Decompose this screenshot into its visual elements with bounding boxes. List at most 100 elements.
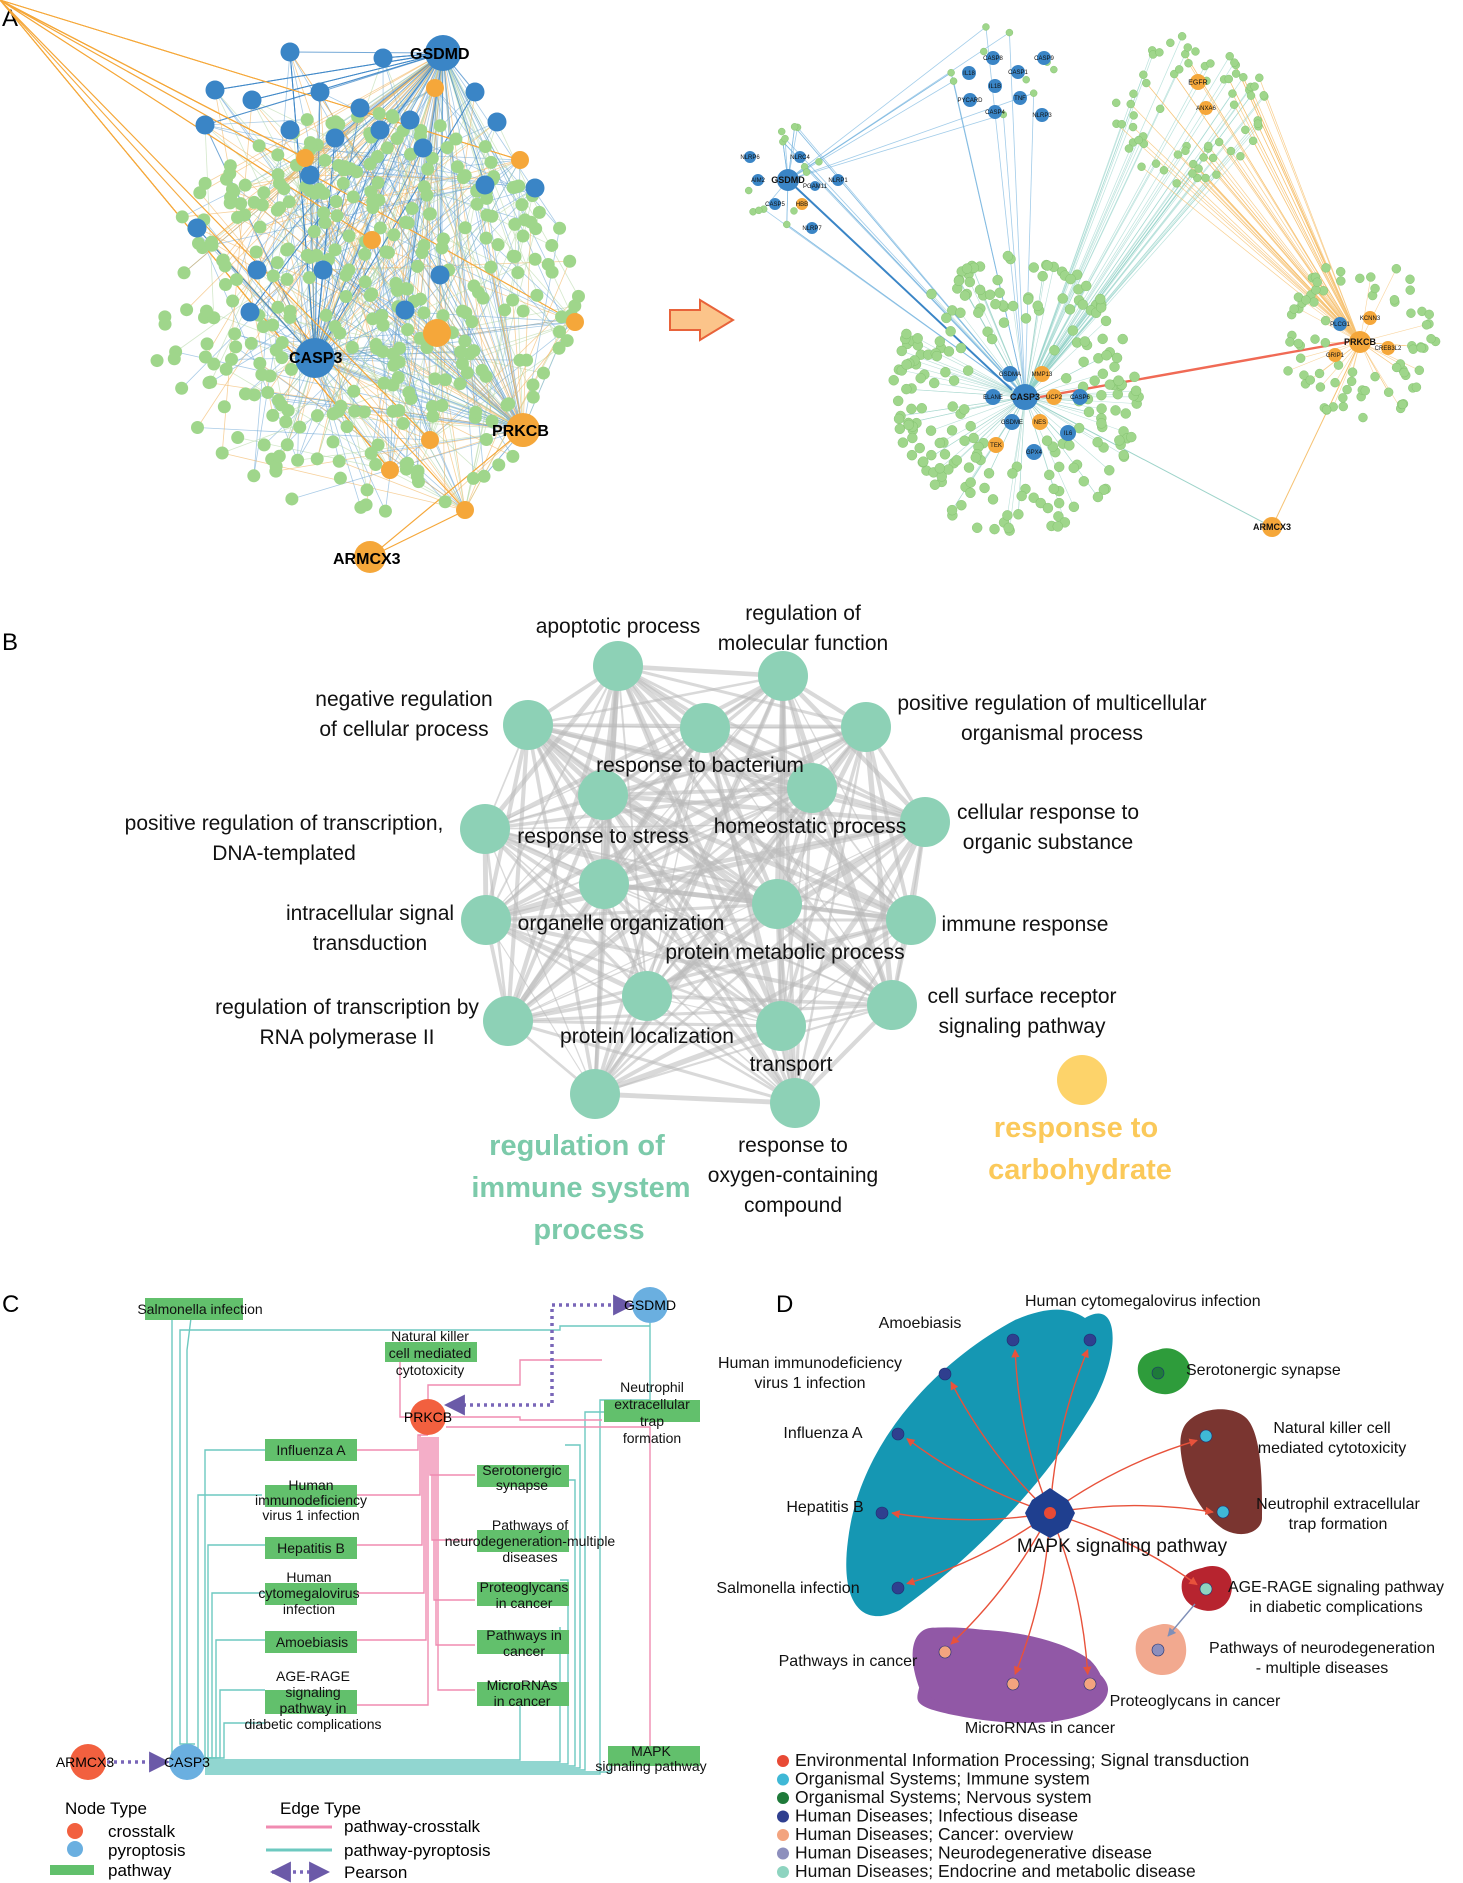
pa-left-edge — [371, 429, 524, 454]
go-edge — [811, 787, 912, 921]
pa-right-gene-node — [1212, 170, 1221, 179]
pa-right-gene-node — [1048, 483, 1059, 495]
pa-left-edge — [199, 52, 444, 194]
pa-right-gene-node — [901, 359, 912, 370]
go-edge — [507, 903, 778, 1022]
pc-label-line: Natural killer — [391, 1328, 469, 1344]
pa-left-gene-node — [372, 107, 386, 121]
pa-right-edge — [906, 388, 1026, 398]
pa-left-edge — [0, 0, 431, 441]
pa-left-gene-node — [366, 195, 380, 209]
pa-right-gene-node — [1194, 164, 1203, 173]
pa-left-gene-node — [479, 432, 493, 446]
pa-left-gene-node — [219, 172, 233, 186]
pa-left-gene-node — [377, 376, 391, 390]
go-label-apoptotic: apoptotic process — [536, 615, 701, 638]
pa-left-gene-node — [256, 320, 270, 334]
go-label-pos_trans: positive regulation of transcription, DNA… — [125, 812, 444, 865]
pa-left-edge — [319, 52, 444, 93]
pa-left-gene-node — [371, 176, 385, 190]
panel-d-labels: Human cytomegalovirus infectionAmoebiasi… — [716, 1293, 1444, 1737]
pa-right-gene-node — [1120, 408, 1131, 419]
pd-node-hepb — [875, 1506, 889, 1520]
pc-edge — [204, 1449, 265, 1758]
pa-right-gene-node — [1077, 299, 1088, 310]
go-node-resp_oxy — [770, 1078, 820, 1128]
pa-right-gene-node — [1114, 435, 1125, 446]
pa-right-edge — [763, 208, 1026, 398]
pa-right-gene-node — [1320, 337, 1331, 348]
pa-right-gene-node — [965, 420, 976, 432]
pa-left-edge — [214, 89, 524, 441]
pa-left-gene-node — [312, 182, 326, 196]
pa-right-edge — [1250, 86, 1361, 343]
pc-label-line: diabetic complications — [245, 1716, 382, 1732]
pd-label-line: Pathways in cancer — [779, 1653, 918, 1670]
pa-left-gene-node — [224, 190, 238, 204]
pc-pathway-salmonella — [145, 1298, 243, 1320]
pd-label-influenza: Influenza A — [783, 1425, 863, 1442]
pa-left-edge — [442, 52, 514, 188]
pc-pathway-nk — [385, 1342, 477, 1362]
pc-label-line: extracellular — [614, 1396, 690, 1412]
pa-left-gene-node — [502, 397, 516, 411]
pa-left-gene-node — [310, 409, 324, 423]
pa-left-pyroptosis-node — [487, 112, 507, 132]
pd-legend-swatch — [777, 1829, 789, 1841]
pa-left-gene-node — [465, 315, 479, 329]
pa-right-edge — [1024, 265, 1047, 398]
go-edge — [792, 820, 928, 1105]
pa-right-label-ucp2: UCP2 — [1046, 395, 1063, 401]
pa-right-edge — [784, 138, 1026, 398]
pa-right-edge — [1258, 126, 1361, 343]
go-edge — [484, 828, 596, 1095]
pa-right-gene-node — [1320, 315, 1331, 326]
pa-right-gene-node — [1100, 315, 1112, 327]
pa-left-pyroptosis-node — [395, 300, 415, 320]
pa-right-gene-node — [1110, 405, 1121, 416]
pa-left-edge — [442, 52, 516, 257]
pa-left-gene-node — [438, 373, 452, 387]
pa-left-gene-node — [269, 459, 283, 473]
go-label-line: DNA-templated — [212, 842, 356, 865]
pa-right-node-kcnn3 — [1363, 311, 1377, 325]
pa-right-gene-node — [946, 425, 958, 436]
go-edge — [601, 793, 783, 1028]
pa-left-gene-node — [207, 357, 221, 371]
pa-left-gene-node — [508, 217, 522, 231]
cluster-immune-line1: regulation of — [489, 1130, 665, 1162]
go-label-line: positive regulation of transcription, — [125, 812, 444, 835]
pc-pathway-pcancer — [477, 1630, 569, 1654]
pd-blob-immune — [1180, 1409, 1263, 1535]
pa-left-gene-node — [343, 162, 357, 176]
pa-left-gene-node — [545, 238, 559, 252]
pa-right-edge — [1024, 140, 1254, 398]
pa-left-gene-node — [480, 191, 494, 205]
go-edge — [484, 821, 926, 830]
pa-right-node-pgam11 — [810, 181, 820, 191]
pa-right-gene-node — [1236, 152, 1245, 161]
pa-right-edge — [782, 141, 1026, 398]
pa-right-gene-node — [1358, 412, 1368, 423]
pa-right-gene-node — [1003, 522, 1014, 534]
go-label-line: regulation of — [745, 602, 861, 625]
pa-right-gene-node — [778, 127, 786, 136]
pa-left-gene-node — [401, 323, 415, 337]
pc-legend-pathway-swatch — [50, 1865, 94, 1875]
pd-legend-label: Environmental Information Processing; Si… — [795, 1750, 1249, 1770]
pa-right-gene-node — [1097, 333, 1108, 345]
pa-right-node-ucp2 — [1046, 389, 1062, 405]
pd-edge-age-neuro — [1167, 1603, 1196, 1637]
panel-letter-a: A — [2, 5, 18, 32]
pc-pathway-neuro — [477, 1530, 569, 1552]
pa-right-gene-node — [1083, 406, 1095, 418]
